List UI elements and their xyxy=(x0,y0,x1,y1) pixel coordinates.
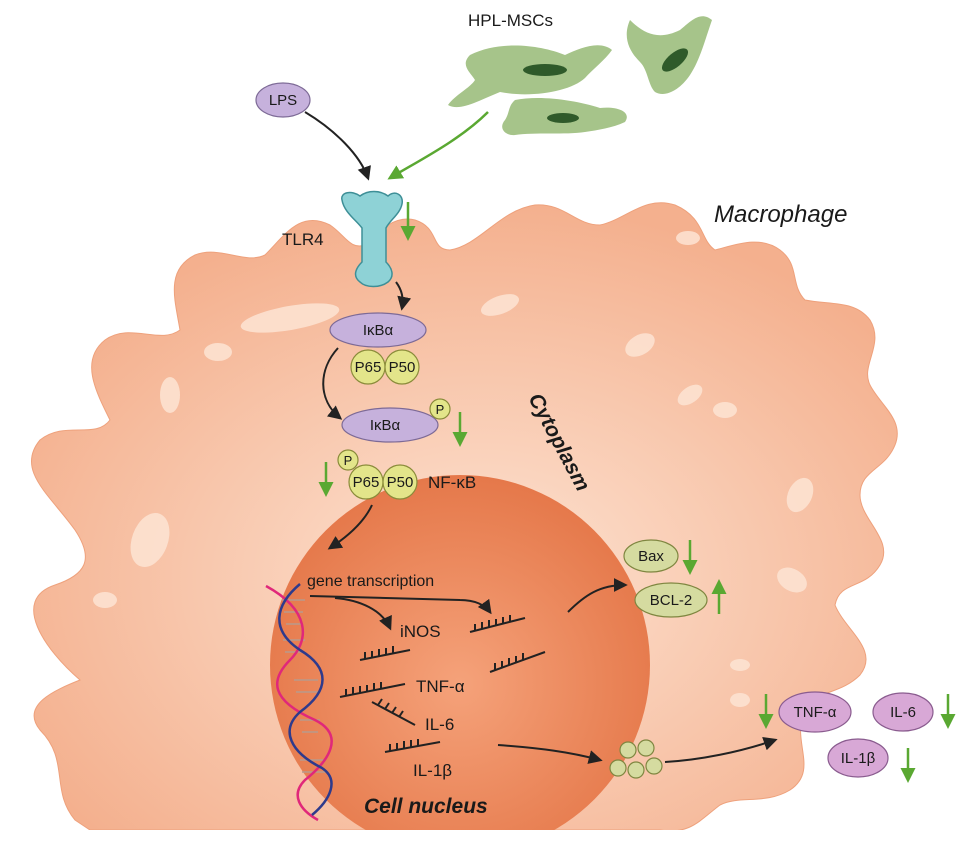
bax-protein xyxy=(623,539,679,573)
p65-phospho-label: P xyxy=(344,453,353,468)
dna-helix xyxy=(265,583,333,822)
ikba-protein xyxy=(329,312,427,348)
bcl2-label: BCL-2 xyxy=(650,592,693,609)
macrophage-label: Macrophage xyxy=(714,201,847,228)
tlr4-to-ikba-arrow xyxy=(395,281,412,311)
transcription-branch-arrow xyxy=(334,597,392,631)
tnfa-cytokine-label: TNF-α xyxy=(794,704,837,721)
il1b-gene-label: IL-1β xyxy=(413,761,452,780)
nfkb-p65-label: P65 xyxy=(353,474,380,491)
inos-gene-label: iNOS xyxy=(400,622,441,641)
p50-subunit xyxy=(384,349,420,385)
bax-label: Bax xyxy=(638,548,664,565)
gene-transcription-label: gene transcription xyxy=(307,573,434,590)
secretory-vesicles xyxy=(609,739,663,779)
nfkb-to-nucleus-arrow xyxy=(327,504,373,550)
lps-to-tlr4-arrow xyxy=(304,111,371,181)
ikba-phosphorylation-arrow xyxy=(322,347,343,420)
p50-label: P50 xyxy=(389,359,416,376)
tlr4-label: TLR4 xyxy=(282,230,324,249)
il6-cytokine xyxy=(872,692,934,732)
cell-nucleus-label: Cell nucleus xyxy=(364,795,488,818)
bcl2-protein xyxy=(634,582,708,618)
msc-effect-arrow xyxy=(387,111,489,180)
p65-phospho-group xyxy=(337,449,359,471)
secretion-arrow-2 xyxy=(664,737,778,763)
hpl-msc-cells xyxy=(448,16,712,136)
cell-nucleus xyxy=(270,475,650,845)
il1b-cytokine-label: IL-1β xyxy=(841,750,876,767)
lps-label: LPS xyxy=(269,92,297,109)
p-ikba-protein xyxy=(341,407,439,443)
to-apoptosis-proteins-arrow xyxy=(567,578,628,613)
ikba-phospho-label: P xyxy=(436,402,445,417)
cytoplasm-vesicles xyxy=(93,231,814,707)
tlr4-receptor xyxy=(341,190,403,288)
il1b-cytokine xyxy=(827,738,889,778)
il6-gene-label: IL-6 xyxy=(425,715,454,734)
tnfa-gene-label: TNF-α xyxy=(416,677,465,696)
ikba-phospho-group xyxy=(429,398,451,420)
il6-cytokine-label: IL-6 xyxy=(890,704,916,721)
tnfa-cytokine xyxy=(778,691,852,733)
nfkb-p50-label: P50 xyxy=(387,474,414,491)
hpl-mscs-label: HPL-MSCs xyxy=(468,11,553,30)
mrna-strands xyxy=(339,615,546,753)
ikba-label: IκBα xyxy=(363,322,394,339)
transcription-arrow xyxy=(309,595,492,615)
nfkb-p50-subunit xyxy=(382,464,418,500)
lps-molecule xyxy=(255,82,311,118)
p-ikba-label: IκBα xyxy=(370,417,401,434)
secretion-arrow-1 xyxy=(497,744,603,764)
p65-label: P65 xyxy=(355,359,382,376)
nfkb-label: NF-κB xyxy=(428,473,476,492)
